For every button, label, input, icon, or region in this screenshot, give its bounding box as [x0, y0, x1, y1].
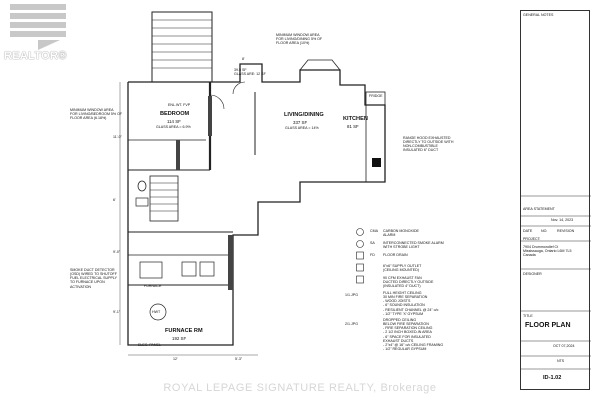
project-label: PROJECT:: [523, 237, 541, 241]
room-note: GLASS AREA = 6.9%: [156, 125, 191, 129]
dimension-label: 6': [113, 198, 116, 202]
range-hood-callout: RANGE HOOD EXHAUSTED DIRECTLY TO OUTSIDE…: [403, 136, 454, 153]
room-note: GLASS AREA = 14%: [285, 126, 319, 130]
realtor-logo: REALTOR®: [0, 0, 78, 66]
realtor-logo-text: REALTOR®: [4, 50, 67, 62]
room-area: 114 SF: [167, 119, 181, 124]
hwt-label: HWT: [152, 310, 161, 314]
legend-symbol: SA: [370, 241, 375, 245]
glass-area-callout: 39.5 SF GLASS ARE: 12 SF: [234, 68, 266, 77]
no-column-header: NO.: [541, 229, 548, 233]
legend-symbol: CMA: [370, 229, 378, 233]
elec-panel-label: ELEC. PANEL: [138, 343, 161, 347]
sheet-date: OCT 07,2024: [553, 344, 575, 348]
legend-text: DROPPED CEILING BELOW FIRE SEPARATION - …: [383, 318, 444, 351]
dimension-label: 5'-3": [235, 357, 243, 361]
area-statement-label: AREA STATEMENT: [523, 207, 555, 211]
dimension-label: 9'-1": [113, 310, 121, 314]
window-area-callout-bedroom: MINIMUM WINDOW AREA FOR LIVING/BEDROOM 5…: [70, 108, 123, 121]
title-block: GENERAL NOTES AREA STATEMENT Nov. 14, 20…: [520, 10, 591, 390]
sheet-number: ID-1.02: [543, 375, 562, 381]
legend-symbol: FD: [370, 253, 375, 257]
project-address: 7904 Drummondlef Ct Mississauga, Ontario…: [523, 245, 572, 258]
room-label: BEDROOM: [160, 111, 190, 117]
fridge-label: FRIDGE: [369, 94, 383, 98]
title-block-grid: [521, 195, 591, 370]
legend-symbol: 1/1.JPG: [345, 293, 358, 297]
room-area: 192 SF: [172, 336, 187, 341]
realtor-logo-mark: [10, 4, 66, 50]
sheet-scale: NTS: [557, 359, 565, 363]
dimension-label: 12': [173, 357, 178, 361]
window-area-callout-living: MINIMUM WINDOW AREA FOR LIVING/DINING 5%…: [276, 33, 323, 46]
room-label: KITCHEN: [343, 116, 368, 122]
enl-label: ENL.WT. FVP: [168, 103, 191, 107]
stair-treads: [152, 19, 212, 69]
legend-text: 90 CFM EXHAUST FAN DUCTED DIRECTLY OUTSI…: [383, 276, 434, 289]
legend-text: CARBON MONOXIDE ALARM: [383, 229, 419, 238]
stair-block: [151, 11, 213, 83]
legend-text: FLOOR DRAIN: [383, 253, 408, 257]
exterior-wall: [127, 63, 386, 346]
legend-text: 6"x6" SUPPLY OUTLET (CEILING MOUNTED): [383, 264, 422, 273]
dimension-label: 8': [242, 57, 245, 61]
room-label: LIVING/DINING: [284, 112, 324, 118]
sheet-title: FLOOR PLAN: [525, 322, 571, 329]
furnace-label: FURNACE: [144, 284, 162, 288]
general-notes-label: GENERAL NOTES: [523, 13, 554, 17]
brokerage-watermark: ROYAL LEPAGE SIGNATURE REALTY, Brokerage: [163, 382, 437, 394]
wall-hatching: [176, 96, 233, 290]
legend-symbol: 2/1.JPG: [345, 322, 358, 326]
revision-column-header: REVISION: [557, 229, 575, 233]
dimension-label: 9'-0": [113, 250, 121, 254]
dimension-label: 11'-0": [113, 135, 122, 139]
room-area: 81 SF: [347, 124, 359, 129]
date-column-header: DATE: [523, 229, 533, 233]
title-label: TITLE: [523, 314, 533, 318]
smoke-detector-callout: SMOKE DUCT DETECTOR (OSD) WIRED TO SHUTO…: [70, 268, 117, 289]
designer-label: DESIGNER: [523, 272, 542, 276]
legend-text: INTERCONNECTED SMOKE ALARM WITH STROBE L…: [383, 241, 444, 250]
revision-date: Nov. 14, 2023: [551, 218, 574, 222]
room-label: FURNACE RM: [165, 328, 203, 334]
room-area: 337 SF: [293, 120, 308, 125]
legend-text: FULL HEIGHT CEILING 30 MIN FIRE SEPARATI…: [383, 291, 439, 316]
